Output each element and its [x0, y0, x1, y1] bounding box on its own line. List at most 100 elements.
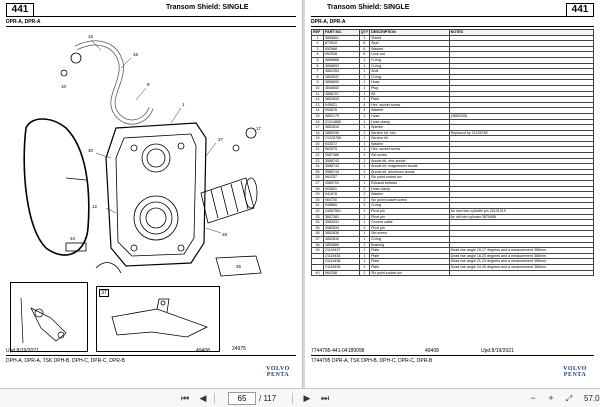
- cell-notes: Dead rise angle 21-23 degrees and a meas…: [448, 258, 595, 265]
- cell-ref: 15: [311, 112, 324, 120]
- cell-qty: 1: [358, 118, 371, 126]
- svg-text:12: 12: [92, 204, 98, 209]
- cell-notes: [448, 101, 595, 109]
- header-rule: [6, 16, 296, 17]
- footer-rule: [311, 355, 594, 356]
- left-page-title: Transom Shield: SINGLE: [166, 4, 249, 11]
- logo-top: VOLVO: [266, 366, 290, 372]
- first-page-icon[interactable]: ⏮: [180, 393, 190, 403]
- prev-page-icon[interactable]: ◀: [199, 393, 207, 403]
- left-page-models: DPR-A, DPR-A: [6, 19, 41, 25]
- toolbar-separator: [214, 393, 215, 404]
- svg-text:34: 34: [70, 236, 76, 241]
- cell-notes: (3863345): [448, 112, 595, 120]
- page-number-input[interactable]: [228, 392, 256, 405]
- right-footer-code: 7744795-441-04189998: [311, 348, 365, 354]
- volvo-penta-logo: VOLVO PENTA: [558, 366, 592, 378]
- zoom-out-icon[interactable]: −: [530, 393, 536, 403]
- cell-ref: 10: [311, 84, 324, 92]
- cell-ref: 12: [311, 96, 324, 103]
- cell-notes: Dead rise angle 24-26 degrees and a meas…: [448, 263, 595, 271]
- cell-notes: [448, 62, 595, 70]
- next-page-icon[interactable]: ▶: [303, 393, 311, 403]
- cell-qty: 1: [358, 112, 371, 120]
- footer-rule: [6, 355, 296, 356]
- right-footer-updated: Upd.8/19/2021: [481, 348, 514, 354]
- inset-label: 37: [99, 289, 109, 297]
- svg-text:30: 30: [88, 148, 94, 153]
- cell-qty: 1: [358, 258, 371, 265]
- left-footer-updated: Upd.8/19/2021: [6, 348, 39, 354]
- models-rule: [6, 26, 296, 27]
- cell-qty: 1: [358, 84, 371, 92]
- cell-notes: [448, 68, 595, 75]
- zoom-in-icon[interactable]: +: [548, 393, 554, 403]
- cell-ref: 8: [311, 73, 324, 81]
- svg-text:28: 28: [222, 232, 228, 237]
- cell-ref: 9: [311, 79, 324, 86]
- cell-notes: [448, 73, 595, 81]
- svg-text:16: 16: [133, 52, 139, 57]
- models-rule: [311, 26, 594, 27]
- header-rule: [311, 16, 594, 17]
- right-page-number: 441: [566, 3, 594, 17]
- cell-qty: 1: [358, 90, 371, 98]
- cell-notes: [448, 107, 595, 114]
- right-footer-code-2: 49408: [425, 348, 439, 354]
- right-footer-models: 7744795 DPR-A, TSK DPH-B, DPH-C, DPR-C, …: [311, 358, 433, 364]
- inset-figure-left: [10, 282, 88, 352]
- cell-part-no: 964258: [322, 269, 360, 277]
- left-page-header: 441 Transom Shield: SINGLE: [6, 3, 296, 17]
- cell-qty: 1: [358, 269, 371, 277]
- svg-text:9: 9: [147, 82, 150, 87]
- cell-ref: 6: [311, 62, 324, 70]
- logo-bottom: PENTA: [563, 372, 587, 378]
- left-page: 441 Transom Shield: SINGLE DPR-A, DPR-A: [0, 0, 303, 388]
- cell-ref: 13: [311, 101, 324, 109]
- svg-text:17: 17: [256, 126, 262, 131]
- trim-plate-drawing: [111, 298, 209, 338]
- cell-qty: 4: [358, 101, 371, 109]
- cell-ref: [311, 263, 324, 271]
- cell-qty: 1: [358, 263, 371, 271]
- fit-page-icon[interactable]: ⤢: [565, 394, 573, 403]
- total-pages: / 117: [259, 394, 277, 403]
- svg-text:27: 27: [218, 137, 224, 142]
- left-page-number: 441: [6, 3, 34, 17]
- cell-notes: [448, 96, 595, 103]
- last-page-icon[interactable]: ⏭: [320, 393, 330, 403]
- cell-ref: 16: [311, 118, 324, 126]
- right-page-title: Transom Shield: SINGLE: [327, 4, 410, 11]
- cell-ref: 14: [311, 107, 324, 114]
- cell-ref: 11: [311, 90, 324, 98]
- cell-qty: 1: [358, 79, 371, 86]
- cell-qty: 1: [358, 252, 371, 260]
- toolbar-separator: [292, 393, 293, 404]
- left-footer-models: DPH-A, DPR-A, TSK DPH-B, DPH-C, DPR-C, D…: [6, 358, 125, 364]
- pdf-toolbar: ⏮ ◀ / 117 ▶ ⏭ − + ⤢ 57.0: [0, 388, 600, 407]
- logo-top: VOLVO: [563, 366, 587, 372]
- cell-notes: [448, 269, 595, 277]
- cell-notes: [448, 79, 595, 86]
- zoom-level[interactable]: 57.0: [584, 394, 600, 403]
- cell-qty: 1: [358, 62, 371, 70]
